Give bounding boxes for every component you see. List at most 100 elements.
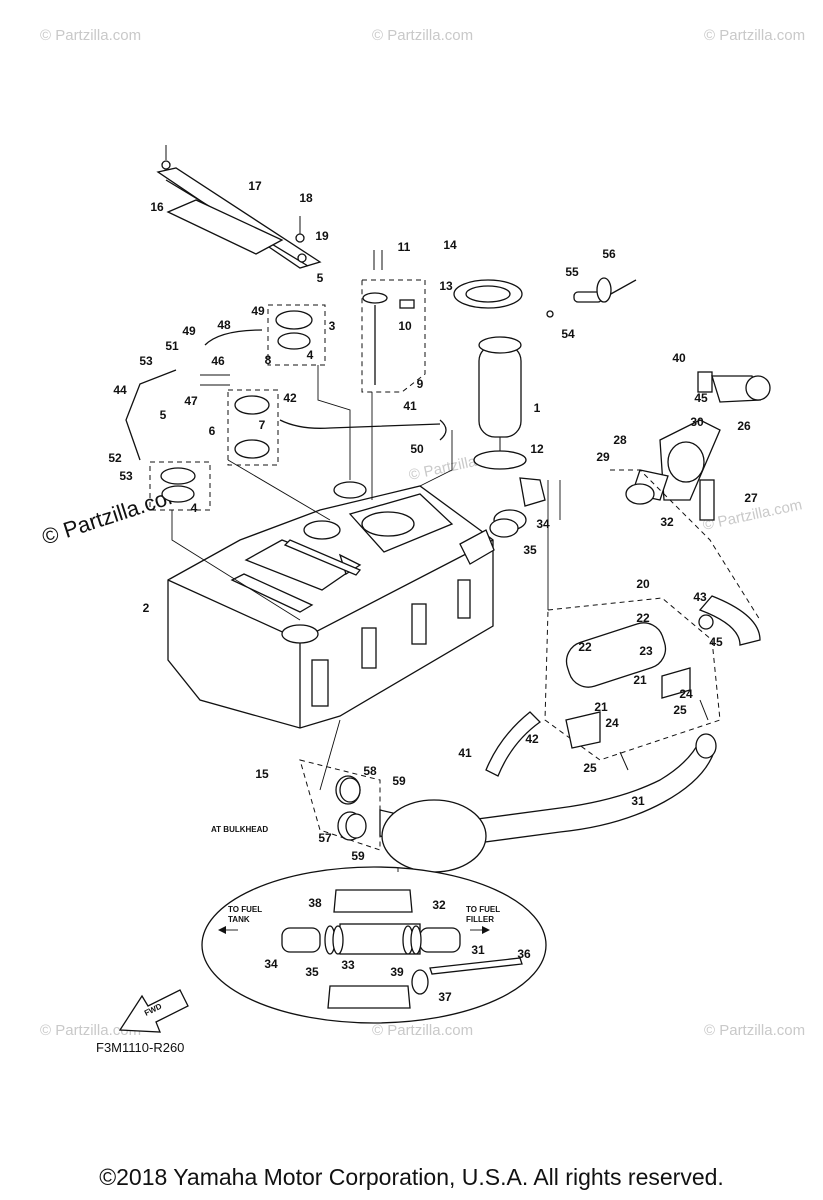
watermark: © Partzilla.com [40,27,141,44]
vent-canister [544,595,761,771]
callout-29: 29 [596,450,610,464]
at-bulkhead-note: AT BULKHEAD [211,825,268,834]
to-fuel-filler-note: FILLER [466,915,494,924]
cover-plates [149,304,326,511]
notes: AT BULKHEAD TO FUEL TANK TO FUEL FILLER [211,825,500,924]
callout-47: 47 [184,394,198,408]
callout-23: 23 [639,644,653,658]
watermark: © Partzilla.com [372,27,473,44]
fuel-sender [361,250,426,393]
callout-32: 32 [660,515,674,529]
callout-26: 26 [737,419,751,433]
to-fuel-tank-note: TANK [228,915,250,924]
watermark: © Partzilla.com [40,1022,141,1039]
callout-22: 22 [636,611,650,625]
copyright-notice: ©2018 Yamaha Motor Corporation, U.S.A. A… [99,1164,724,1190]
callout-50: 50 [410,442,424,456]
callout-17: 17 [248,179,262,193]
callout-52: 52 [108,451,122,465]
callout-37: 37 [438,990,452,1004]
fuel-pump [453,277,637,470]
callout-49: 49 [251,304,265,318]
callout-30: 30 [690,415,704,429]
callout-55: 55 [565,265,579,279]
callout-51: 51 [165,339,179,353]
callout-31: 31 [631,794,645,808]
callout-54: 54 [561,327,575,341]
callout-45: 45 [694,391,708,405]
forward-arrow: FWD [118,989,189,1033]
callout-3: 3 [329,319,336,333]
callout-14: 14 [443,238,457,252]
callout-44: 44 [113,383,127,397]
callout-49: 49 [182,324,196,338]
callout-20: 20 [636,577,650,591]
callout-35: 35 [523,543,537,557]
callout-21: 21 [594,700,608,714]
callout-27: 27 [744,491,758,505]
callout-32: 32 [432,898,446,912]
callout-1: 1 [534,401,541,415]
watermark: © Partzilla.com [704,27,805,44]
watermark: © Partzilla.com [372,1022,473,1039]
callout-2: 2 [143,601,150,615]
callout-13: 13 [439,279,453,293]
fuel-tank [167,481,495,729]
callout-46: 46 [211,354,225,368]
callout-33: 33 [341,958,355,972]
to-fuel-filler-note: TO FUEL [466,905,500,914]
callout-21: 21 [633,673,647,687]
callout-9: 9 [417,377,424,391]
hoses [125,329,546,538]
callout-48: 48 [217,318,231,332]
callout-4: 4 [191,501,198,515]
drawing-code: F3M1110-R260 [96,1040,185,1055]
callout-24: 24 [679,687,693,701]
callout-4: 4 [307,348,314,362]
callout-18: 18 [299,191,313,205]
callout-8: 8 [265,353,272,367]
callout-38: 38 [308,896,322,910]
callout-5: 5 [317,271,324,285]
callout-56: 56 [602,247,616,261]
callout-25: 25 [583,761,597,775]
callout-34: 34 [264,957,278,971]
callout-10: 10 [398,319,412,333]
callout-41: 41 [403,399,417,413]
callout-43: 43 [693,590,707,604]
callout-59: 59 [351,849,365,863]
callout-31: 31 [471,943,485,957]
watermark: © Partzilla.com [704,1022,805,1039]
bulkhead-flanges [299,759,381,851]
fuel-filler [610,371,771,621]
callout-22: 22 [578,640,592,654]
callout-39: 39 [390,965,404,979]
callout-7: 7 [259,418,266,432]
callout-57: 57 [318,831,332,845]
callout-24: 24 [605,716,619,730]
reference-lines [171,365,561,791]
callout-59: 59 [392,774,406,788]
callout-16: 16 [150,200,164,214]
callout-41: 41 [458,746,472,760]
callout-58: 58 [363,764,377,778]
callout-53: 53 [119,469,133,483]
callout-40: 40 [672,351,686,365]
deck-rail-parts [156,145,322,269]
detail-view [201,866,547,1024]
callout-35: 35 [305,965,319,979]
callout-11: 11 [398,240,411,254]
callout-45: 45 [709,635,723,649]
callout-34: 34 [536,517,550,531]
callout-15: 15 [255,767,269,781]
callout-42: 42 [525,732,539,746]
callout-36: 36 [517,947,531,961]
callout-19: 19 [315,229,329,243]
callout-42: 42 [283,391,297,405]
callout-6: 6 [209,424,216,438]
callout-53: 53 [139,354,153,368]
callout-5: 5 [160,408,167,422]
callout-28: 28 [613,433,627,447]
